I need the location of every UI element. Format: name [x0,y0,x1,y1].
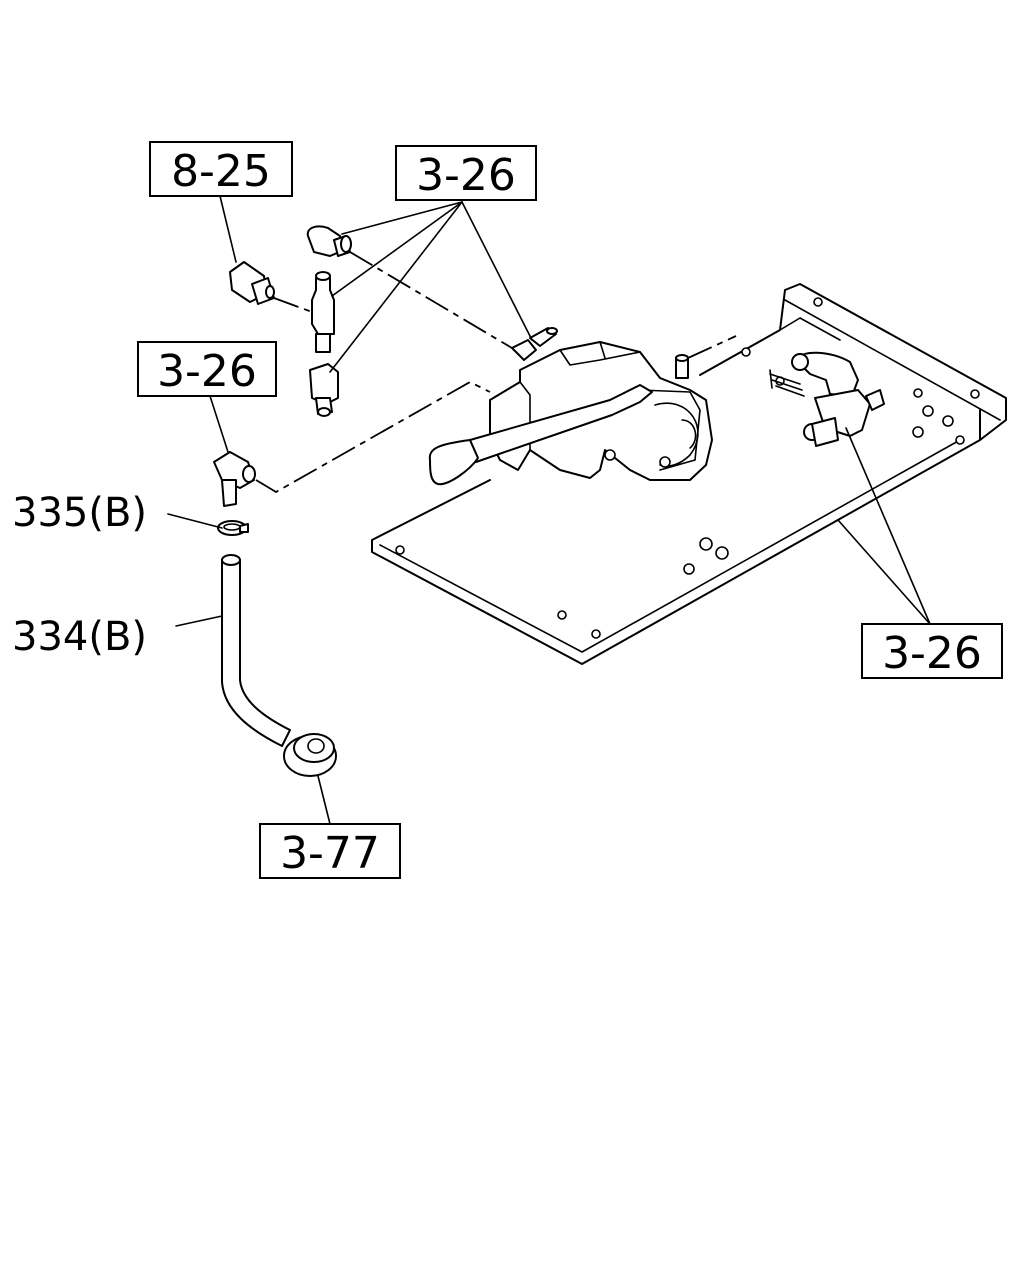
callout-3-26-left: 3-26 [137,341,277,397]
hose-elbow-fitting [213,451,256,507]
callout-3-26-top-label: 3-26 [416,150,516,201]
callout-8-25-label: 8-25 [171,146,271,197]
callout-3-26-top: 3-26 [395,145,537,201]
tee-fitting [769,351,885,447]
connector-nut [309,363,339,417]
leader-lines [167,195,931,825]
callout-8-25: 8-25 [149,141,293,197]
hose [221,554,291,747]
callout-3-26-right-label: 3-26 [882,628,982,679]
callout-3-77: 3-77 [259,823,401,879]
callout-3-26-right: 3-26 [861,623,1003,679]
part-number-335: 335(B) [12,490,147,536]
routing-lines [255,251,737,494]
callout-3-26-left-label: 3-26 [157,346,257,397]
hose-clamp [217,520,249,536]
control-valve [428,341,713,486]
grommet [283,733,337,777]
part-number-334: 334(B) [12,614,147,660]
callout-3-77-label: 3-77 [280,828,380,879]
pressure-switch [229,261,275,305]
valve-elbow-fitting [511,327,558,361]
connector-straight [311,271,335,353]
mounting-plate [371,283,1007,665]
elbow-fitting-top [306,225,352,257]
